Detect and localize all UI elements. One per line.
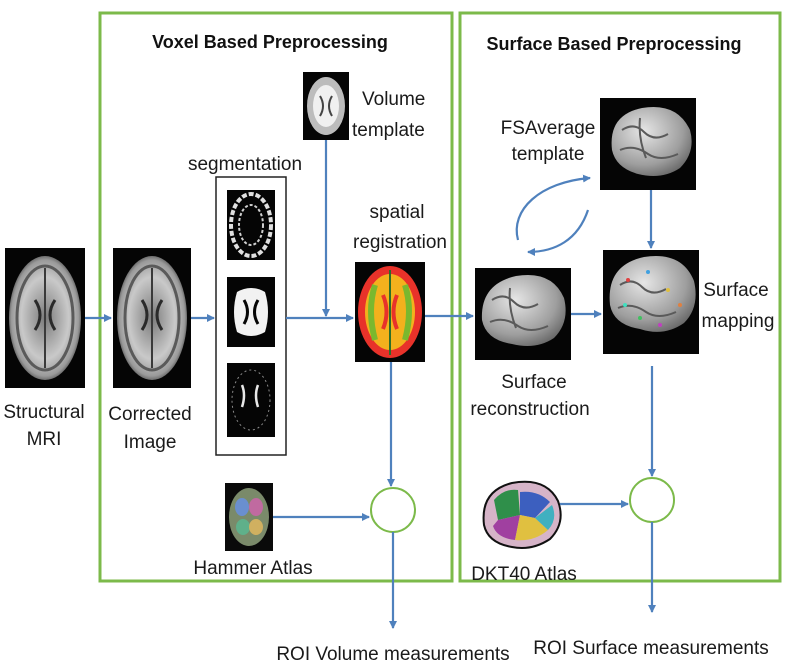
roi-surface-label: ROI Surface measurements xyxy=(533,638,768,659)
voxel-panel-title: Voxel Based Preprocessing xyxy=(152,32,388,52)
surface-merge-node xyxy=(629,477,675,523)
arrow-fsaverage-to-reconstruction xyxy=(527,209,590,256)
structural-mri-image xyxy=(5,248,85,388)
corrected-image xyxy=(113,248,191,388)
hammer-atlas-label: Hammer Atlas xyxy=(193,558,312,579)
volume-template-image xyxy=(303,72,349,140)
fsaverage-label-1: FSAverage xyxy=(501,118,596,139)
structural-mri-label-2: MRI xyxy=(27,429,62,450)
voxel-panel xyxy=(98,11,454,583)
dkt40-atlas-label: DKT40 Atlas xyxy=(471,564,577,585)
spatial-registration-label-2: registration xyxy=(353,232,447,253)
voxel-merge-node xyxy=(370,487,416,533)
segmentation-white-matter xyxy=(227,277,275,347)
corrected-image-label-1: Corrected xyxy=(108,404,191,425)
surface-reconstruction-image xyxy=(475,268,571,360)
volume-template-label-1: Volume xyxy=(362,89,425,110)
segmentation-label: segmentation xyxy=(188,154,302,175)
surface-panel-title: Surface Based Preprocessing xyxy=(486,34,741,54)
surface-reconstruction-label-1: Surface xyxy=(501,372,566,393)
segmentation-csf xyxy=(227,363,275,437)
surface-mapping-label-2: mapping xyxy=(702,311,775,332)
corrected-image-label-2: Image xyxy=(124,432,177,453)
hammer-atlas-image xyxy=(225,483,273,551)
surface-panel xyxy=(458,11,782,583)
surface-mapping-label-1: Surface xyxy=(703,280,768,301)
fsaverage-template-image xyxy=(600,98,696,190)
arrow-reconstruction-to-fsaverage xyxy=(515,174,591,241)
surface-reconstruction-label-2: reconstruction xyxy=(470,399,589,420)
segmentation-gray-matter xyxy=(227,190,275,260)
surface-mapping-image xyxy=(603,250,699,354)
structural-mri-label-1: Structural xyxy=(3,402,84,423)
dkt40-atlas-image xyxy=(482,480,562,549)
fsaverage-label-2: template xyxy=(512,144,585,165)
spatial-registration-image xyxy=(355,262,425,362)
roi-volume-label: ROI Volume measurements xyxy=(276,644,509,665)
spatial-registration-label-1: spatial xyxy=(370,202,425,223)
volume-template-label-2: template xyxy=(352,120,425,141)
